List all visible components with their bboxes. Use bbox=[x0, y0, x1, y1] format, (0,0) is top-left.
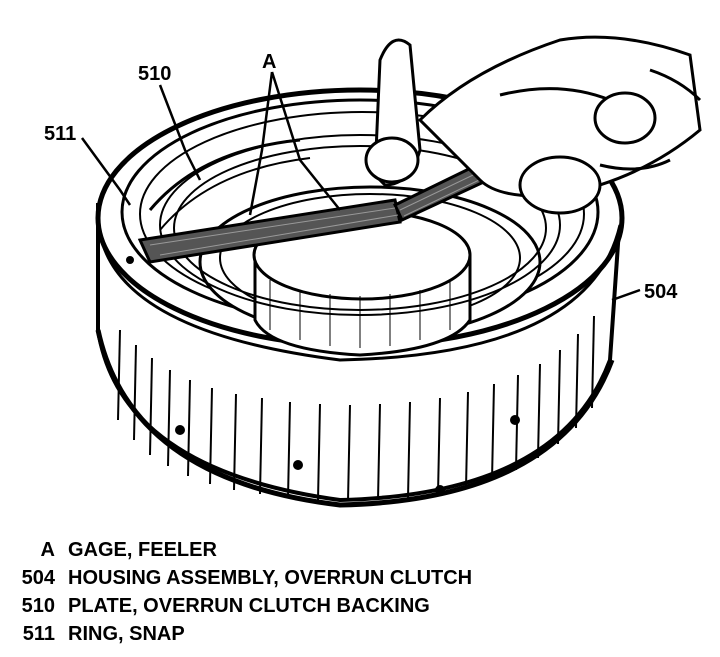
legend-code-511: 511 bbox=[23, 623, 55, 645]
legend: A GAGE, FEELER 504 HOUSING ASSEMBLY, OVE… bbox=[22, 539, 473, 645]
legend-desc-a: GAGE, FEELER bbox=[68, 539, 217, 561]
backing-plate bbox=[148, 134, 561, 316]
callout-510-label: 510 bbox=[138, 63, 171, 85]
callout-504-label: 504 bbox=[644, 281, 678, 303]
legend-desc-504: HOUSING ASSEMBLY, OVERRUN CLUTCH bbox=[68, 567, 472, 589]
legend-code-a: A bbox=[41, 539, 55, 561]
legend-code-510: 510 bbox=[22, 595, 55, 617]
legend-code-504: 504 bbox=[22, 567, 56, 589]
legend-desc-511: RING, SNAP bbox=[68, 623, 185, 645]
legend-desc-510: PLATE, OVERRUN CLUTCH BACKING bbox=[68, 595, 430, 617]
callout-a-label: A bbox=[262, 51, 276, 73]
hand bbox=[364, 35, 702, 215]
housing-splines bbox=[117, 315, 595, 502]
leader-lines bbox=[80, 71, 641, 302]
callout-511-label: 511 bbox=[44, 123, 76, 145]
